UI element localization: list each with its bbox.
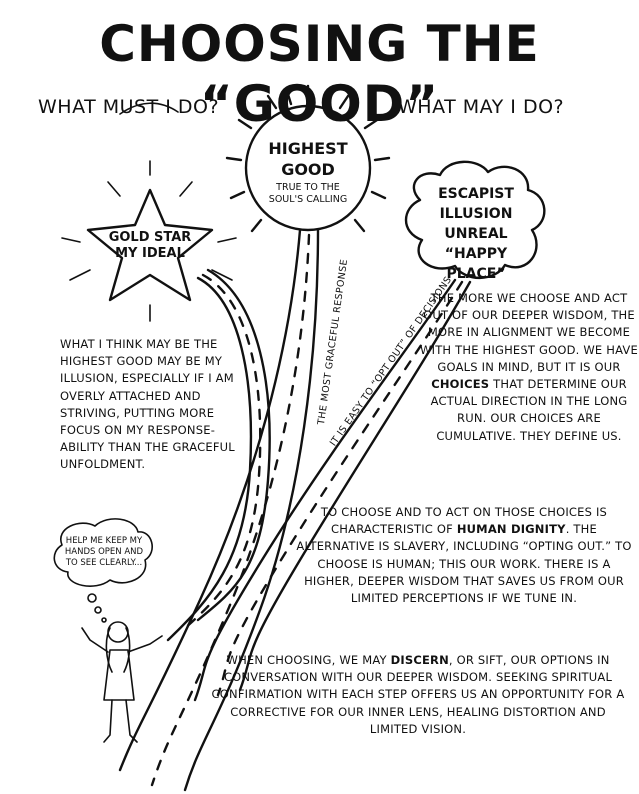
- escapist-title: Escapist Illusion Unreal “Happy Place”: [438, 186, 514, 282]
- page-title: Choosing the “Good”: [99, 15, 540, 133]
- gold-star-title: Gold Star my ideal: [108, 230, 192, 261]
- roads: [118, 228, 472, 792]
- paragraph-bottom: When choosing, we may discern, or sift, …: [211, 653, 625, 736]
- question-left: What must I do?: [38, 96, 220, 118]
- cloud-icon: [404, 160, 546, 279]
- sun-icon: [225, 84, 391, 233]
- underline-mark: [119, 102, 179, 115]
- star-icon: [61, 160, 237, 322]
- question-right: What may I do?: [398, 96, 565, 118]
- thought-bubble-text: Help me keep my hands open and to see cl…: [64, 536, 144, 568]
- highest-good-title: Highest Good: [268, 139, 348, 179]
- highest-good-subtitle: True to the soul's calling: [268, 182, 348, 205]
- paragraph-left: What I think may be the highest good may…: [60, 337, 235, 472]
- paragraph-right-1: The more we choose and act out of our de…: [420, 291, 638, 443]
- thought-bubble-outline: [53, 518, 153, 623]
- paragraph-right-2: To choose and to act on those choices is…: [296, 505, 632, 606]
- person-figure: [81, 621, 163, 743]
